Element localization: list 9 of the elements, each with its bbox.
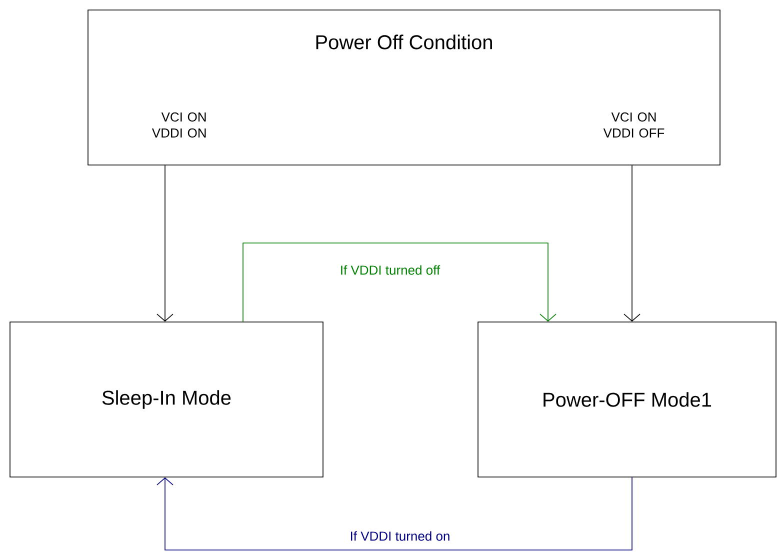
edge-label: If VDDI turned on	[348, 530, 452, 542]
condition-box: Power Off Condition VCI ON VDDI ON VCI ON VDDI OFF	[88, 10, 720, 166]
arrow	[156, 477, 632, 550]
mode-box: Sleep-In Mode	[10, 322, 324, 478]
arrow	[624, 165, 640, 322]
arrow	[242, 242, 556, 322]
arrow	[156, 165, 174, 322]
mode-box: Power-OFF Mode1	[478, 322, 776, 478]
edge-label: If VDDI turned off	[338, 264, 442, 276]
